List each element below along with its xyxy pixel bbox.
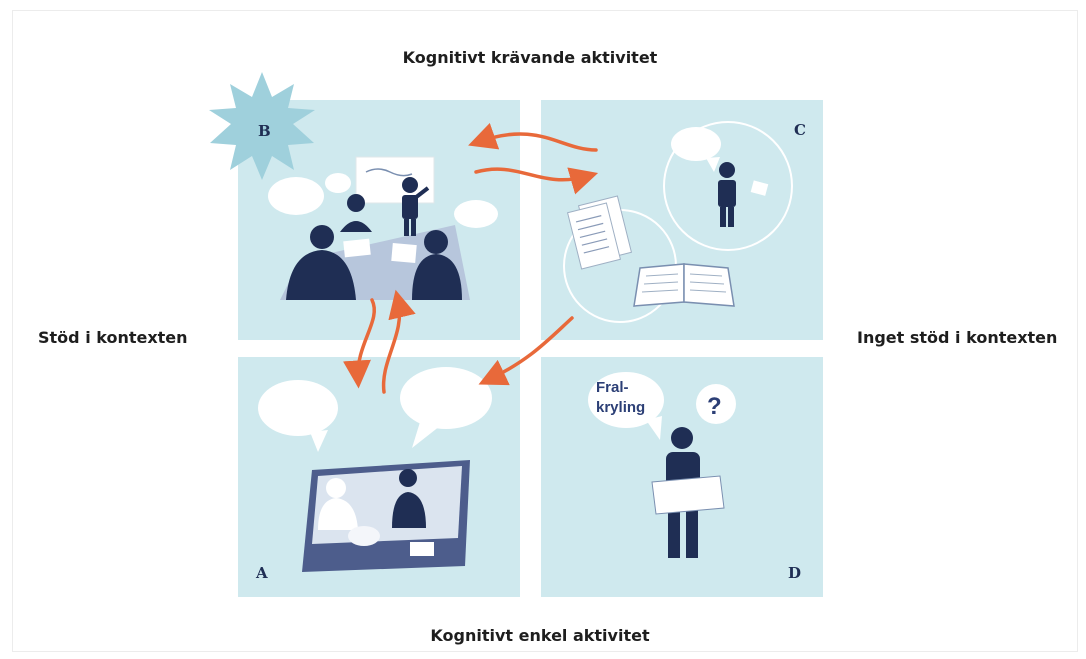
- self-study-illustration: [563, 121, 793, 323]
- cooking-illustration: [258, 367, 492, 572]
- quadrant-letter-b: B: [258, 122, 271, 140]
- speech-line-1: Fral-: [596, 379, 629, 396]
- unknown-word-illustration: Fral- kryling ?: [588, 372, 736, 558]
- arrow-c-to-b: [468, 122, 598, 152]
- diagram-frame: [12, 10, 1078, 652]
- speech-line-2: kryling: [596, 399, 645, 416]
- axis-label-top: Kognitivt krävande aktivitet: [402, 48, 658, 67]
- arrow-a-to-b: [381, 289, 416, 394]
- arrow-b-to-a: [343, 298, 376, 389]
- arrows: [343, 122, 599, 394]
- axis-label-bottom: Kognitivt enkel aktivitet: [430, 626, 650, 645]
- group-discussion-illustration: [268, 156, 498, 300]
- arrow-b-to-c: [474, 167, 599, 195]
- quadrant-letter-d: D: [788, 564, 802, 582]
- arrow-c-to-a: [478, 316, 574, 386]
- starburst-icon: [209, 72, 315, 180]
- quadrant-letter-a: A: [256, 564, 268, 582]
- axis-label-right: Inget stöd i kontexten: [857, 328, 1058, 347]
- axis-label-left: Stöd i kontexten: [38, 328, 188, 347]
- quadrant-letter-c: C: [794, 121, 806, 139]
- question-mark: ?: [707, 393, 722, 420]
